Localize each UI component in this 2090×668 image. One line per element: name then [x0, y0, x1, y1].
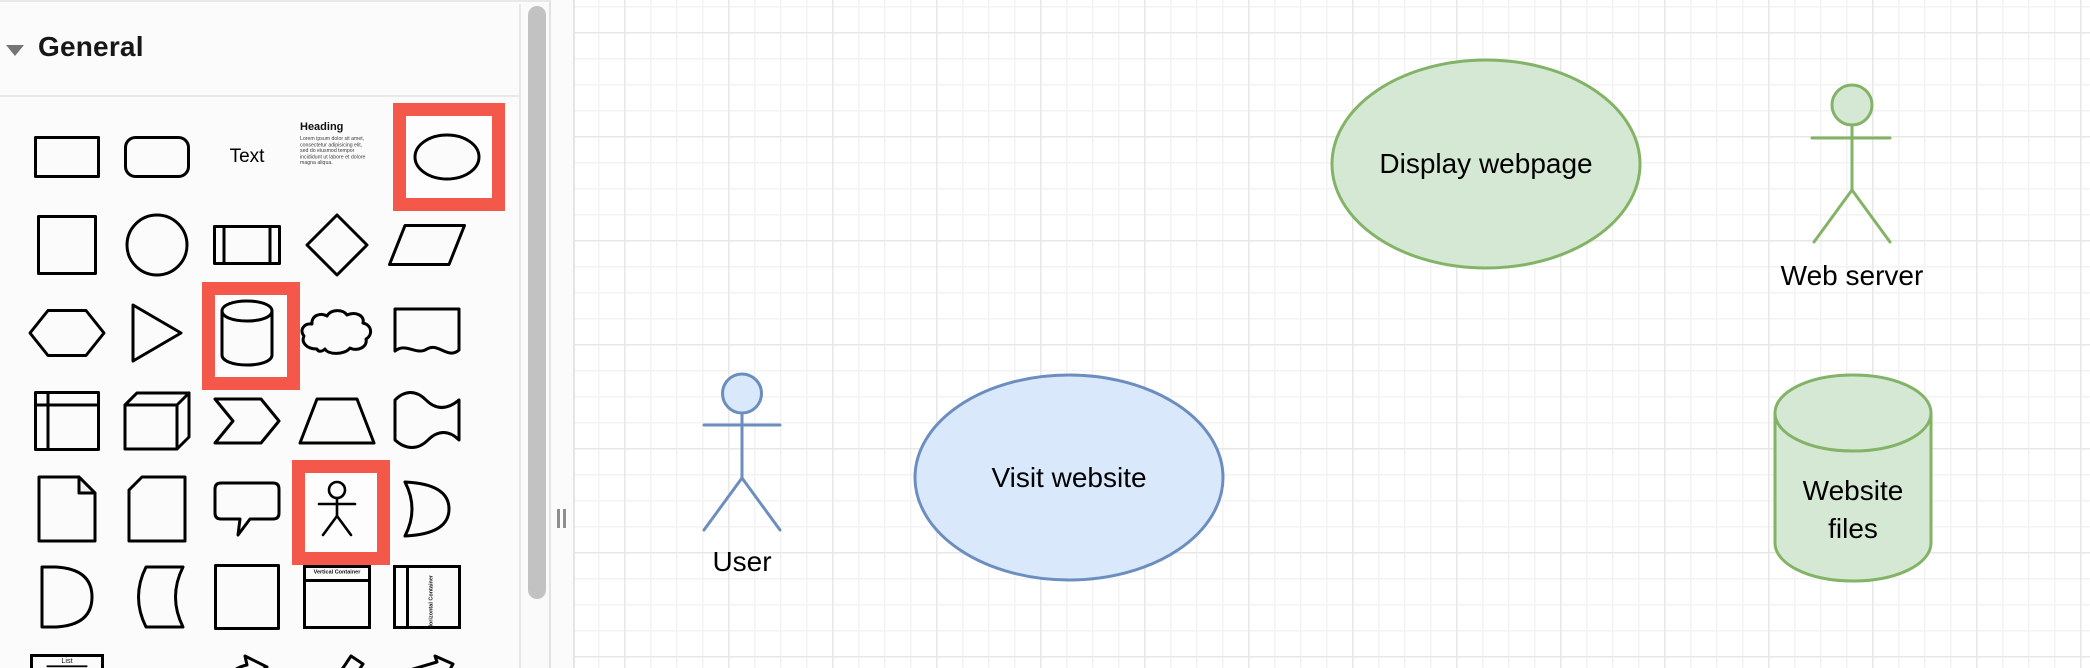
- palette-scrollbar-track[interactable]: [519, 4, 549, 668]
- diamond-icon: [305, 213, 369, 277]
- data-storage-icon: [137, 565, 185, 629]
- palette-shape-curved-arrow[interactable]: [202, 641, 292, 668]
- palette-shape-document[interactable]: [382, 289, 472, 377]
- node-display-webpage[interactable]: [1330, 58, 1642, 270]
- triangle-icon: [131, 303, 183, 363]
- palette-shape-horizontal-container[interactable]: Horizontal Container: [382, 553, 472, 641]
- palette-shape-cylinder[interactable]: [202, 289, 292, 377]
- node-user-label: User: [712, 546, 772, 577]
- palette-shape-circle[interactable]: [112, 201, 202, 289]
- trapezoid-icon: [298, 397, 376, 445]
- process-icon: [213, 225, 281, 265]
- palette-shape-callout[interactable]: [202, 465, 292, 553]
- highlight-box-ellipse: [393, 103, 505, 211]
- document-icon: [393, 307, 461, 355]
- palette-shape-triangle[interactable]: [112, 289, 202, 377]
- step-icon: [213, 397, 281, 445]
- palette-shape-vertical-container[interactable]: Vertical Container: [292, 553, 382, 641]
- node-visit-website-label: Visit website: [991, 461, 1147, 493]
- square-icon: [37, 215, 97, 275]
- splitter-handle-icon[interactable]: [556, 509, 568, 528]
- node-display-webpage-label: Display webpage: [1379, 148, 1593, 179]
- palette-shape-heading[interactable]: Heading Lorem ipsum dolor sit amet, cons…: [292, 113, 382, 201]
- node-user[interactable]: [700, 372, 784, 534]
- palette-shape-cube[interactable]: [112, 377, 202, 465]
- palette-shape-arrow[interactable]: [382, 641, 472, 668]
- palette-shape-or[interactable]: [382, 465, 472, 553]
- hexagon-icon: [28, 309, 106, 357]
- internal-storage-icon: [34, 391, 100, 451]
- sidebar-splitter[interactable]: [551, 0, 573, 668]
- palette-shape-hexagon[interactable]: [22, 289, 112, 377]
- palette-shape-rounded-rectangle[interactable]: [112, 113, 202, 201]
- list-icon: List: [30, 654, 104, 668]
- vertical-container-icon: Vertical Container: [303, 565, 371, 629]
- heading-shape-body: Lorem ipsum dolor sit amet, consectetur …: [300, 135, 366, 166]
- text-shape-label: Text: [229, 146, 265, 167]
- palette-shape-process[interactable]: [202, 201, 292, 289]
- palette-shape-trapezoid[interactable]: [292, 377, 382, 465]
- horizontal-container-icon: Horizontal Container: [393, 565, 461, 629]
- node-website-files[interactable]: [1773, 373, 1933, 583]
- ellipse-icon: [413, 133, 481, 181]
- note-icon: [37, 475, 97, 543]
- tape-icon: [393, 391, 461, 449]
- palette-shape-step[interactable]: [202, 377, 292, 465]
- actor-icon: [317, 480, 357, 537]
- highlight-box-actor: [292, 460, 390, 565]
- list-label: List: [46, 657, 88, 668]
- callout-icon: [213, 481, 281, 537]
- palette-shape-diamond[interactable]: [292, 201, 382, 289]
- palette-shape-data-storage[interactable]: [112, 553, 202, 641]
- node-web-server-label: Web server: [1780, 260, 1924, 291]
- palette-shape-note[interactable]: [22, 465, 112, 553]
- palette-shape-cloud[interactable]: [292, 289, 382, 377]
- heading-shape-title: Heading: [300, 120, 344, 133]
- rounded-rectangle-icon: [124, 136, 190, 178]
- horizontal-container-label: Horizontal Container: [428, 574, 434, 630]
- bidirectional-arrow-icon: [340, 654, 365, 668]
- node-web-server[interactable]: [1810, 83, 1894, 245]
- or-icon: [403, 480, 451, 538]
- node-website-files-label: Website files: [1802, 475, 1904, 544]
- palette-shape-square[interactable]: [22, 201, 112, 289]
- circle-icon: [125, 213, 189, 277]
- palette-shape-actor[interactable]: [292, 465, 382, 553]
- and-icon: [40, 565, 94, 629]
- palette-shape-text[interactable]: Text: [202, 113, 292, 201]
- palette-shape-container[interactable]: [202, 553, 292, 641]
- collapse-caret-icon: [6, 45, 24, 56]
- shape-palette: Text Heading Lorem ipsum dolor sit amet,…: [22, 113, 481, 668]
- cube-icon: [123, 391, 191, 451]
- parallelogram-icon: [388, 224, 466, 266]
- arrow-icon: [411, 654, 455, 668]
- palette-shape-ellipse[interactable]: [382, 113, 481, 201]
- palette-shape-card[interactable]: [112, 465, 202, 553]
- palette-scrollbar-thumb[interactable]: [528, 6, 546, 599]
- palette-shape-parallelogram[interactable]: [382, 201, 472, 289]
- container-icon: [214, 564, 280, 630]
- rectangle-icon: [34, 136, 100, 178]
- palette-empty-cell: [112, 641, 202, 668]
- section-title: General: [38, 31, 144, 62]
- cloud-icon: [300, 309, 372, 355]
- vertical-container-label: Vertical Container: [313, 569, 361, 575]
- palette-shape-list[interactable]: List: [22, 641, 112, 668]
- palette-shape-bidirectional-arrow[interactable]: [292, 641, 382, 668]
- palette-shape-and[interactable]: [22, 553, 112, 641]
- section-header-general[interactable]: General: [0, 4, 549, 97]
- card-icon: [127, 475, 187, 543]
- diagram-canvas[interactable]: Display webpage Web server Visit website…: [573, 0, 2090, 668]
- palette-shape-tape[interactable]: [382, 377, 472, 465]
- palette-shape-internal-storage[interactable]: [22, 377, 112, 465]
- node-visit-website[interactable]: [913, 373, 1225, 582]
- cylinder-icon: [220, 299, 274, 367]
- palette-shape-rectangle[interactable]: [22, 113, 112, 201]
- shapes-sidebar: General Text Heading Lorem ipsum dolor s…: [0, 0, 551, 668]
- heading-icon: Heading Lorem ipsum dolor sit amet, cons…: [300, 121, 374, 194]
- curved-arrow-icon: [235, 654, 269, 668]
